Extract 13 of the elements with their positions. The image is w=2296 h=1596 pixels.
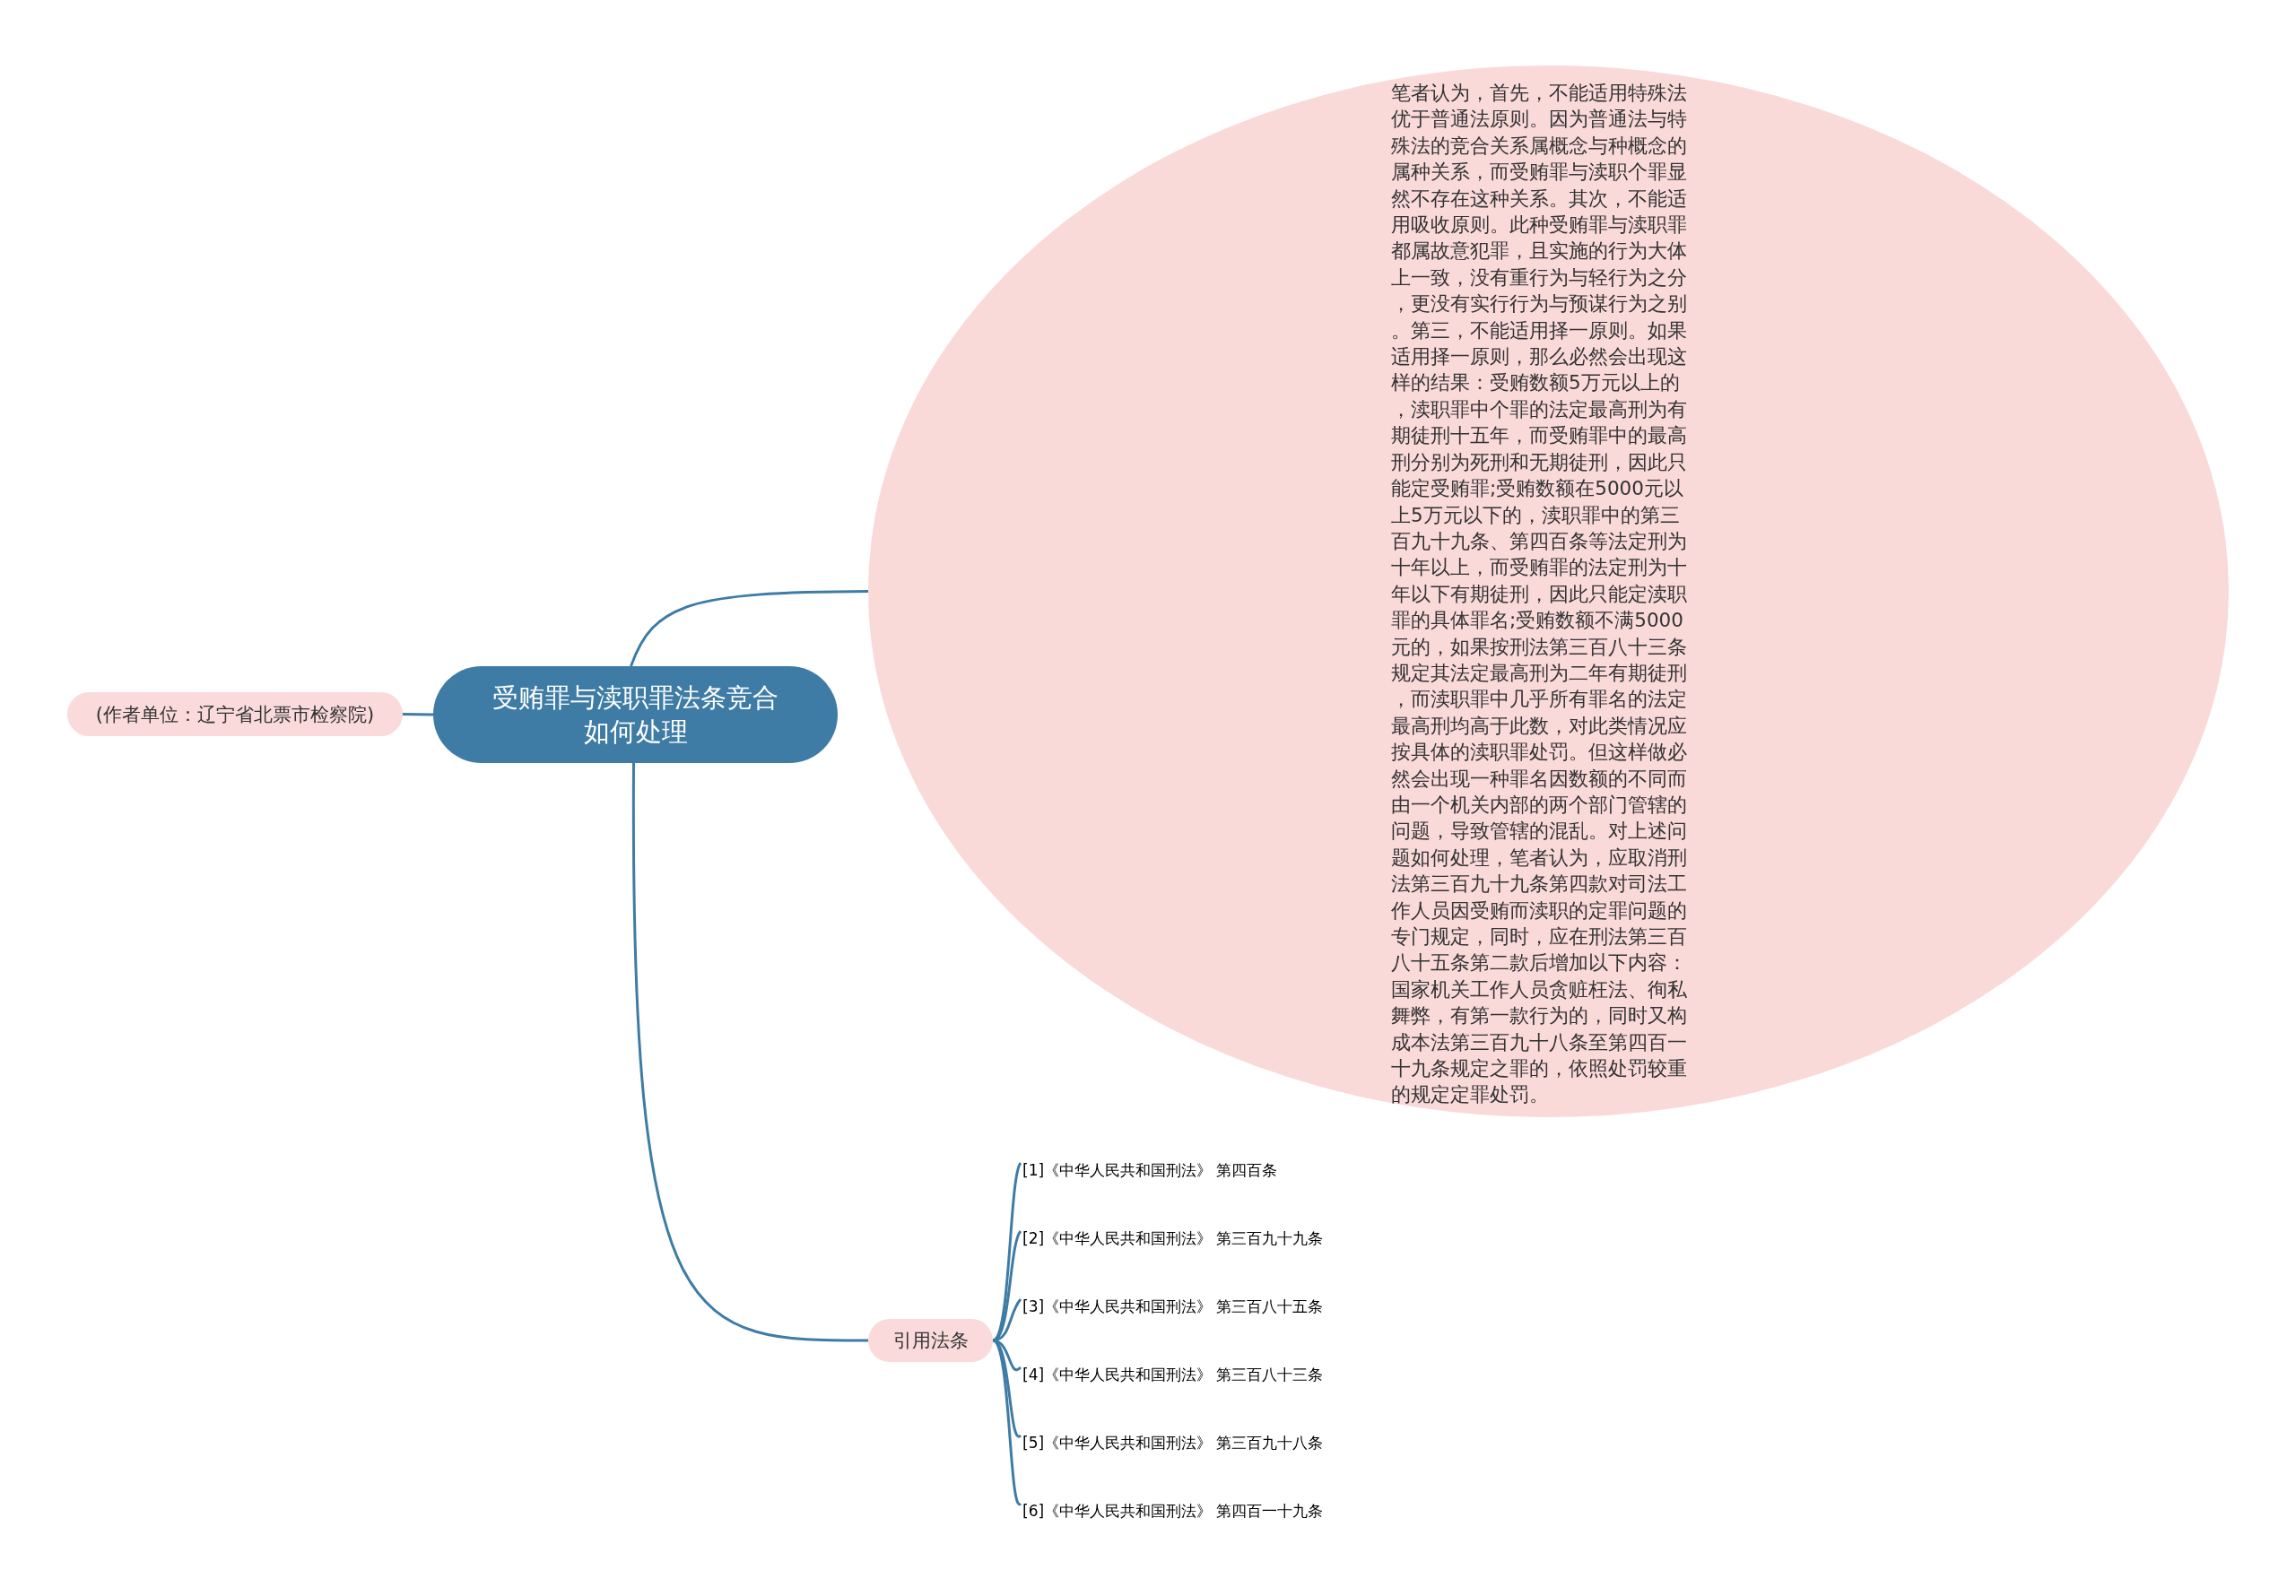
topic-pill: (作者单位：辽宁省北票市检察院) xyxy=(67,692,403,736)
reference-text: [4]《中华人民共和国刑法》 第三百八十三条 xyxy=(1022,1361,1324,1388)
reference-text: [5]《中华人民共和国刑法》 第三百九十八条 xyxy=(1022,1429,1324,1456)
topic-pill: 引用法条 xyxy=(868,1319,993,1362)
topic-box: 受贿罪与渎职罪法条竞合如何处理 xyxy=(433,666,838,763)
connector-line xyxy=(630,590,868,667)
connector-line xyxy=(632,763,868,1342)
reference-text: [6]《中华人民共和国刑法》 第四百一十九条 xyxy=(1022,1497,1324,1524)
reference-text: [2]《中华人民共和国刑法》 第三百九十九条 xyxy=(1022,1225,1324,1252)
paragraph-text: 笔者认为，首先，不能适用特殊法优于普通法原则。因为普通法与特殊法的竞合关系属概念与种概念的属种关系，而受贿罪与渎职个罪显然不存在这种关系。其次，不能适用吸收原则。此种受贿罪与渎职罪都属故意犯罪，且实施的行为大体上一致，没有重行为与轻行为之分，更没有实行行为与预谋行为之别。第三，不能适用择一原则。如果适用择一原则，那么必然会出现这样的结果：受贿数额5万元以上的，渎职罪中个罪的法定最高刑为有期徒刑十五年，而受贿罪中的最高刑分别为死刑和无期徒刑，因此只能定受贿罪;受贿数额在5000元以上5万元以下的，渎职罪中的第三百九十九条、第四百条等法定刑为十年以上，而受贿罪的法定刑为十年以下有期徒刑，因此只能定渎职罪的具体罪名;受贿数额不满5000元的，如果按刑法第三百八十三条规定其法定最高刑为二年有期徒刑，而渎职罪中几乎所有罪名的法定最高刑均高于此数，对此类情况应按具体的渎职罪处罚。但这样做必然会出现一种罪名因数额的不同而由一个机关内部的两个部门管辖的问题，导致管辖的混乱。对上述问题如何处理，笔者认为，应取消刑法第三百九十九条第四款对司法工作人员因受贿而渎职的定罪问题的专门规定，同时，应在刑法第三百八十五条第二款后增加以下内容：国家机关工作人员贪赃枉法、徇私舞弊，有第一款行为的，同时又构成本法第三百九十八条至第四百一十九条规定之罪的，依照处罚较重的规定定罪处罚。 xyxy=(1391,81,1688,1108)
connector-line xyxy=(402,713,434,716)
reference-text: [1]《中华人民共和国刑法》 第四百条 xyxy=(1022,1157,1278,1184)
reference-text: [3]《中华人民共和国刑法》 第三百八十五条 xyxy=(1022,1293,1324,1320)
